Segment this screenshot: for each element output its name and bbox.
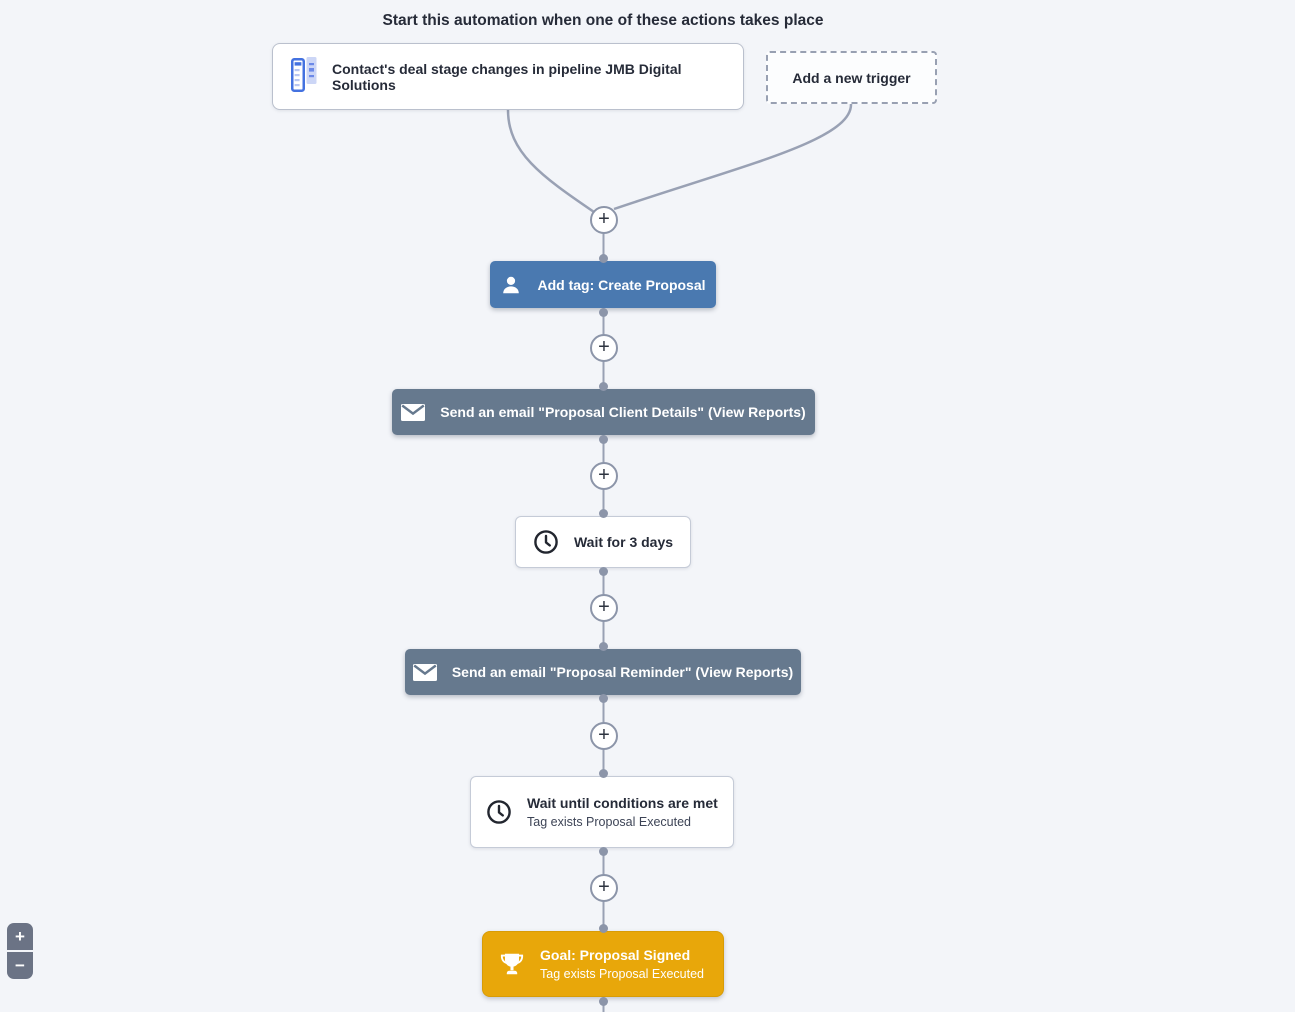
envelope-icon xyxy=(401,403,426,421)
page-title: Start this automation when one of these … xyxy=(382,12,824,29)
add-new-trigger-button[interactable]: Add a new trigger xyxy=(766,51,937,104)
add-step-button-4[interactable]: + xyxy=(590,594,618,622)
connector-dot xyxy=(599,253,608,263)
connector-dot xyxy=(599,923,608,933)
connector-dot xyxy=(599,508,608,518)
action-node-send-email-proposal-client-details[interactable]: Send an email "Proposal Client Details" … xyxy=(392,389,815,435)
clock-icon xyxy=(533,529,559,555)
node-label: Wait for 3 days xyxy=(573,534,674,550)
plus-icon: + xyxy=(598,464,610,486)
node-label: Send an email "Proposal Reminder" (View … xyxy=(451,664,794,680)
node-condition: Tag exists Proposal Executed xyxy=(527,815,691,829)
add-step-button-1[interactable]: + xyxy=(590,206,618,234)
connector-dot xyxy=(599,566,608,576)
plus-icon: + xyxy=(598,208,610,230)
node-label: Add tag: Create Proposal xyxy=(537,276,706,293)
envelope-icon xyxy=(412,663,437,681)
add-trigger-connector-curve xyxy=(613,103,853,211)
trigger-node-deal-stage[interactable]: Contact's deal stage changes in pipeline… xyxy=(272,43,744,110)
add-step-button-6[interactable]: + xyxy=(590,874,618,902)
connector-dot xyxy=(599,693,608,703)
plus-icon: + xyxy=(598,596,610,618)
node-label: Goal: Proposal Signed xyxy=(540,947,691,963)
zoom-in-button[interactable]: + xyxy=(7,923,33,950)
clock-icon xyxy=(486,799,512,825)
plus-icon: + xyxy=(598,724,610,746)
plus-icon: + xyxy=(598,336,610,358)
connector-dot xyxy=(599,307,608,317)
add-trigger-label: Add a new trigger xyxy=(792,69,911,86)
contact-icon xyxy=(500,274,522,296)
action-node-wait-until-conditions[interactable]: Wait until conditions are met Tag exists… xyxy=(470,776,734,848)
connector-dot xyxy=(599,996,608,1006)
action-node-send-email-proposal-reminder[interactable]: Send an email "Proposal Reminder" (View … xyxy=(405,649,801,695)
connector-dot xyxy=(599,434,608,444)
deal-pipeline-icon xyxy=(291,56,317,97)
goal-node-proposal-signed[interactable]: Goal: Proposal Signed Tag exists Proposa… xyxy=(482,931,724,997)
connector-dot xyxy=(599,846,608,856)
trophy-icon xyxy=(499,951,525,977)
connector-dot xyxy=(599,768,608,778)
add-step-button-5[interactable]: + xyxy=(590,722,618,750)
connector-dot xyxy=(599,381,608,391)
action-node-add-tag[interactable]: Add tag: Create Proposal xyxy=(490,261,716,308)
action-node-wait-3-days[interactable]: Wait for 3 days xyxy=(515,516,691,568)
canvas-zoom-controls: + − xyxy=(7,923,33,979)
trigger-label: Contact's deal stage changes in pipeline… xyxy=(332,60,682,93)
node-label: Send an email "Proposal Client Details" … xyxy=(440,404,806,420)
node-condition: Tag exists Proposal Executed xyxy=(540,967,704,981)
add-step-button-3[interactable]: + xyxy=(590,462,618,490)
connector-dot xyxy=(599,641,608,651)
add-step-button-2[interactable]: + xyxy=(590,334,618,362)
zoom-out-button[interactable]: − xyxy=(7,952,33,979)
trigger-connector-curve xyxy=(506,109,595,214)
node-label: Wait until conditions are met xyxy=(527,795,718,811)
plus-icon: + xyxy=(598,876,610,898)
